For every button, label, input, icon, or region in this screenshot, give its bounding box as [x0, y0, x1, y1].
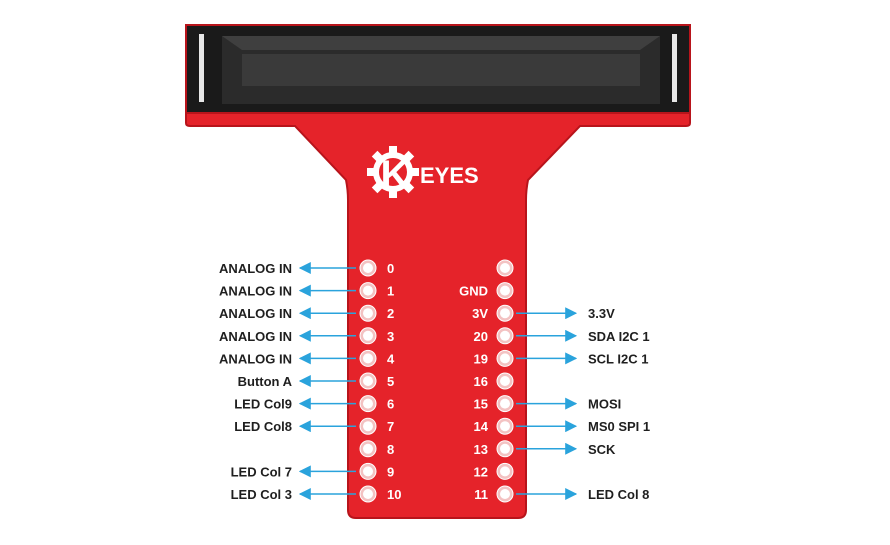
pin-right-9 [496, 462, 514, 480]
pin-number-right: 19 [474, 351, 488, 366]
pin-right-2 [496, 304, 514, 322]
pin-number-right: 20 [474, 329, 488, 344]
pin-label-right: SCL I2C 1 [588, 351, 648, 366]
pin-left-1 [359, 282, 377, 300]
pin-label-left: ANALOG IN [219, 261, 292, 276]
pin-annotations: ANALOG IN ANALOG IN ANALOG IN ANALOG IN ANAL… [219, 261, 650, 502]
pin-number-right: 15 [474, 397, 488, 412]
connector-bevel [222, 36, 660, 50]
pin-number-left: 10 [387, 487, 401, 502]
connector-latch-left [199, 34, 204, 102]
connector-slot [242, 54, 640, 86]
pin-left-5 [359, 372, 377, 390]
pin-number-right: 12 [474, 464, 488, 479]
pin-right-8 [496, 440, 514, 458]
pin-left-7 [359, 417, 377, 435]
pin-right-1 [496, 282, 514, 300]
pin-label-left: ANALOG IN [219, 351, 292, 366]
board-outline [185, 109, 691, 519]
pin-right-7 [496, 417, 514, 435]
pin-number-right: 11 [474, 487, 488, 502]
pin-label-left: ANALOG IN [219, 306, 292, 321]
pin-label-left: LED Col9 [234, 397, 292, 412]
pin-number-right: 3V [472, 306, 488, 321]
gear-icon [367, 146, 419, 198]
pin-number-left: 8 [387, 442, 394, 457]
pin-number-left: 0 [387, 261, 394, 276]
pin-right-10 [496, 485, 514, 503]
pin-label-left: ANALOG IN [219, 284, 292, 299]
pin-right-3 [496, 327, 514, 345]
pin-left-3 [359, 327, 377, 345]
pin-number-left: 5 [387, 374, 394, 389]
pin-label-right: 3.3V [588, 306, 615, 321]
connector-latch-right [672, 34, 677, 102]
pin-number-left: 3 [387, 329, 394, 344]
pin-label-left: LED Col 7 [231, 464, 292, 479]
pin-left-2 [359, 304, 377, 322]
pin-right-0 [496, 259, 514, 277]
logo-letter-k: K [381, 153, 410, 197]
pin-right-4 [496, 349, 514, 367]
pin-label-left: Button A [238, 374, 293, 389]
pin-number-right: 14 [474, 419, 489, 434]
pin-label-right: SDA I2C 1 [588, 329, 650, 344]
pin-number-right: 16 [474, 374, 488, 389]
pin-left-0 [359, 259, 377, 277]
pin-label-right: SCK [588, 442, 616, 457]
pin-left-9 [359, 462, 377, 480]
keyes-logo: K EYES [367, 146, 479, 198]
pin-number-left: 7 [387, 419, 394, 434]
pin-label-right: LED Col 8 [588, 487, 649, 502]
pin-number-left: 9 [387, 464, 394, 479]
logo-text: EYES [420, 163, 479, 188]
pin-left-6 [359, 395, 377, 413]
pin-label-left: LED Col 3 [231, 487, 292, 502]
pin-number-left: 6 [387, 397, 394, 412]
pin-number-right: GND [459, 284, 488, 299]
pin-label-right: MOSI [588, 397, 621, 412]
pin-number-right: 13 [474, 442, 488, 457]
pin-number-left: 4 [387, 351, 395, 366]
pin-right-6 [496, 395, 514, 413]
pin-label-left: ANALOG IN [219, 329, 292, 344]
pin-left-4 [359, 349, 377, 367]
pin-number-left: 1 [387, 284, 394, 299]
pin-right-5 [496, 372, 514, 390]
pin-number-left: 2 [387, 306, 394, 321]
pin-left-8 [359, 440, 377, 458]
pin-label-right: MS0 SPI 1 [588, 419, 650, 434]
pin-label-left: LED Col8 [234, 419, 292, 434]
pin-left-10 [359, 485, 377, 503]
